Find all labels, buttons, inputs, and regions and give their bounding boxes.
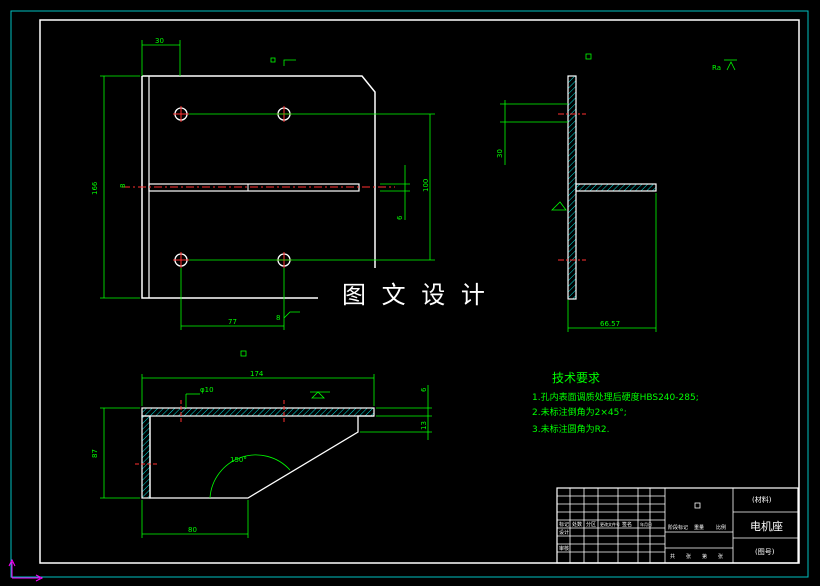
dimension-labels: 30 166 8 100 6 77 8 30 66.57 174 φ10 6 8…	[91, 37, 620, 534]
tech-requirements: 技术要求 1.孔内表面调质处理后硬度HBS240-285; 2.未标注倒角为2×…	[532, 371, 699, 435]
dim-bottom-right: 13	[420, 421, 428, 430]
stage-label-0: 阶段标记	[668, 524, 688, 531]
dim-hole-span-v: 100	[422, 179, 430, 192]
roughness-symbol-label: Ra	[712, 64, 721, 72]
title-block-text: (材料) 电机座 (图号) 标记 处数 分区 更改文件号 签名 年月日 设计 审…	[559, 495, 783, 560]
dim-side-width: 66.57	[600, 320, 620, 328]
dim-bottom-thickness: 6	[420, 387, 428, 392]
material-label: (材料)	[752, 495, 772, 504]
stage-label-2: 比例	[716, 524, 726, 531]
tech-item-3: 3.未标注圆角为R2.	[532, 423, 609, 435]
side-view	[500, 59, 737, 332]
row-label-4: 签名	[622, 521, 632, 528]
dim-bottom-height: 87	[91, 449, 99, 458]
dim-angle: 150°	[230, 456, 247, 464]
inner-frame	[39, 19, 800, 564]
dim-bottom-overall: 174	[250, 370, 264, 378]
sheet-label-1: 张	[686, 553, 691, 560]
design-label: 设计	[559, 529, 569, 536]
dim-bottom-hole: φ10	[200, 386, 214, 394]
approve-label: 审核	[559, 545, 569, 552]
dim-side-height: 30	[496, 149, 504, 158]
part-name: 电机座	[750, 519, 783, 533]
watermark: 图 文 设 计	[342, 281, 489, 309]
dim-slot-height: 8	[119, 184, 127, 188]
tech-item-2: 2.未标注倒角为2×45°;	[532, 406, 627, 418]
sheet-label-0: 共	[670, 553, 675, 560]
row-label-5: 年月日	[640, 521, 652, 527]
outer-frame	[10, 10, 809, 578]
tech-title: 技术要求	[552, 371, 600, 385]
dim-bottom-width: 80	[188, 526, 197, 534]
dim-top-width: 30	[155, 37, 164, 45]
row-label-0: 标记	[559, 521, 569, 528]
tech-item-1: 1.孔内表面调质处理后硬度HBS240-285;	[532, 391, 699, 403]
title-block	[556, 487, 799, 564]
sheet-label-3: 张	[718, 553, 723, 560]
bottom-view	[100, 374, 432, 538]
dim-hole-span-h: 77	[228, 318, 237, 326]
row-label-2: 分区	[586, 521, 596, 528]
ucs-icon	[8, 558, 44, 582]
front-view	[100, 40, 435, 330]
stage-label-1: 重量	[694, 524, 704, 531]
dim-left-height: 166	[91, 181, 99, 195]
row-label-3: 更改文件号	[600, 521, 620, 527]
sheet-label-2: 第	[702, 553, 707, 560]
drawing-no-label: (图号)	[755, 548, 775, 556]
dim-bottom-small: 8	[276, 314, 280, 322]
dim-small: 6	[396, 215, 404, 220]
row-label-1: 处数	[572, 521, 582, 528]
